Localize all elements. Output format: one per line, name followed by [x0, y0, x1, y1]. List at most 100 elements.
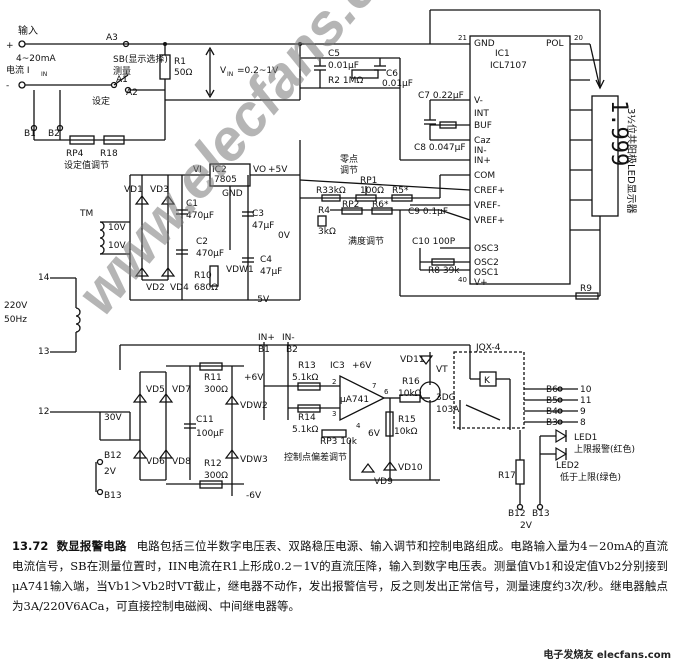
ctrl-b13-label: B13: [104, 491, 122, 501]
ic1-pin-labels: V-INTBUFCazIN-IN+COMCREF+VREF-VREF+OSC3O…: [474, 96, 505, 288]
r15-value: 10kΩ: [394, 427, 418, 437]
ic2-vi: VI: [193, 165, 202, 175]
r15-label: R15: [398, 415, 416, 425]
vd9-label: VD9: [374, 477, 393, 487]
ic1-pin-2: BUF: [474, 121, 492, 131]
ic2-vo: VO: [253, 165, 266, 175]
footer-logo: 电子发烧友 elecfans.com: [540, 645, 674, 662]
resistor-r9: [575, 292, 599, 300]
rp1-label: RP1: [360, 176, 377, 186]
opamp-pin2: 2: [332, 378, 336, 386]
terminal-14: 14: [38, 273, 50, 283]
r11-label: R11: [204, 373, 222, 383]
ic1-pin-11: OSC2: [474, 258, 499, 268]
ic1-pin21: 21: [458, 34, 467, 42]
watermark: www.elecfans.com: [64, 0, 446, 326]
v10b-label: 10V: [108, 241, 126, 251]
sb-switch-lever: [113, 74, 129, 86]
led1-icon: [555, 428, 568, 444]
in-minus-label: IN-: [282, 333, 295, 343]
ic1-pin-5: IN+: [474, 156, 491, 166]
r4-label: R4: [318, 206, 330, 216]
upper-alarm-label: 上限报警(红色): [574, 443, 635, 455]
r10-label: R10: [194, 271, 212, 281]
sb-measure-label: 测量: [113, 66, 131, 77]
mains-frequency: 50Hz: [4, 315, 27, 325]
caption-number: 13.72: [12, 539, 49, 553]
c2-value: 470μF: [196, 249, 224, 259]
r18-label: R18: [100, 149, 118, 159]
r17-label: R17: [498, 471, 516, 481]
ic1-pin-1: INT: [474, 109, 489, 119]
vd11-label: VD11: [400, 355, 425, 365]
led2-label: LED2: [556, 461, 579, 471]
led-display-label: 3½位共阳极LED显示器: [625, 108, 638, 214]
opamp-ua741: [339, 374, 386, 422]
input-minus-sign: -: [6, 81, 9, 91]
c1-label: C1: [186, 199, 198, 209]
r5-label: R5*: [392, 186, 409, 196]
ctrl-b12b-label: B12: [508, 509, 526, 519]
ic1-pin-12: OSC1: [474, 268, 499, 278]
vt-part: 3DG: [436, 393, 456, 403]
c5-value: 0.01μF: [328, 61, 359, 71]
ic1-pin-9: VREF+: [474, 216, 505, 226]
terminal-b2: B2: [48, 129, 60, 139]
c6-value: 0.01μF: [382, 79, 413, 89]
terminal-12: 12: [38, 407, 49, 417]
ic1-pin-13: V+: [474, 278, 488, 288]
hyst-adjust-label: 控制点偏差调节: [284, 451, 347, 463]
input-current-label: 电流 I: [6, 64, 30, 76]
c2-label: C2: [196, 237, 208, 247]
r9-label: R9: [580, 284, 592, 294]
c11-label: C11: [196, 415, 214, 425]
terminal-a3: A3: [106, 33, 118, 43]
vd4-label: VD4: [170, 283, 189, 293]
terminal-a2: A2: [126, 88, 138, 98]
r1-value: 50Ω: [174, 68, 192, 78]
c4-label: C4: [260, 255, 272, 265]
ic1-pin-8: VREF-: [474, 201, 501, 211]
r13-label: R13: [298, 361, 316, 371]
term-8: 8: [580, 418, 586, 428]
potentiometer-rp4: [69, 135, 95, 145]
power-section: IC2 7805 VI VO +5V GND 0V -5V VD1 VD3 VD…: [4, 140, 301, 417]
ctrl-b12-label: B12: [104, 451, 122, 461]
mains-voltage: 220V: [4, 301, 28, 311]
ic1-pin-6: COM: [474, 171, 495, 181]
ic1-pol: POL: [546, 39, 564, 49]
c3-value: 47μF: [252, 221, 274, 231]
caption-text: 电路包括三位半数字电压表、双路稳压电源、输入调节和控制电路组成。电路输入量为4－…: [12, 539, 668, 613]
v10a-label: 10V: [108, 223, 126, 233]
opamp-pin6: 6: [384, 388, 389, 396]
control-section: IN+ IN- B1 B2 VD5 VD7 VD6 VD8 R11 300Ω +…: [95, 333, 635, 531]
r14-value: 5.1kΩ: [292, 425, 319, 435]
ic1-pin-7: CREF+: [474, 186, 505, 196]
input-label: 输入: [18, 24, 38, 37]
ic1-pin-0: V-: [474, 96, 483, 106]
vdw2-label: VDW2: [240, 401, 268, 411]
c8-label: C8 0.047μF: [414, 143, 466, 153]
r12-label: R12: [204, 459, 222, 469]
vt-label: VT: [436, 365, 448, 375]
minus6v-b-label: 6V: [368, 429, 381, 439]
sb-setpoint-label: 设定: [92, 95, 110, 107]
led-display: [591, 95, 619, 217]
term-b3: B3: [546, 418, 558, 428]
ic1-gnd: GND: [474, 39, 495, 49]
term-11: 11: [580, 396, 591, 406]
vd1-label: VD1: [124, 185, 143, 195]
vt-part2: 103A: [436, 405, 460, 415]
input-section: 输入 + 4~20mA 电流 I IN - A3 SB(显示选择) 测量 设定 …: [6, 24, 430, 171]
c1-value: 470μF: [186, 211, 214, 221]
ic2-part: 7805: [214, 175, 237, 185]
c4-value: 47μF: [260, 267, 282, 277]
c5-label: C5: [328, 49, 340, 59]
input-current-sub: IN: [41, 71, 47, 78]
vd6-label: VD6: [146, 457, 165, 467]
r10-value: 680Ω: [194, 283, 218, 293]
resistor-r18: [103, 135, 125, 145]
ctrl-b13b-label: B13: [532, 509, 550, 519]
relay-coil-label: K: [484, 376, 491, 386]
term-b4: B4: [546, 407, 558, 417]
